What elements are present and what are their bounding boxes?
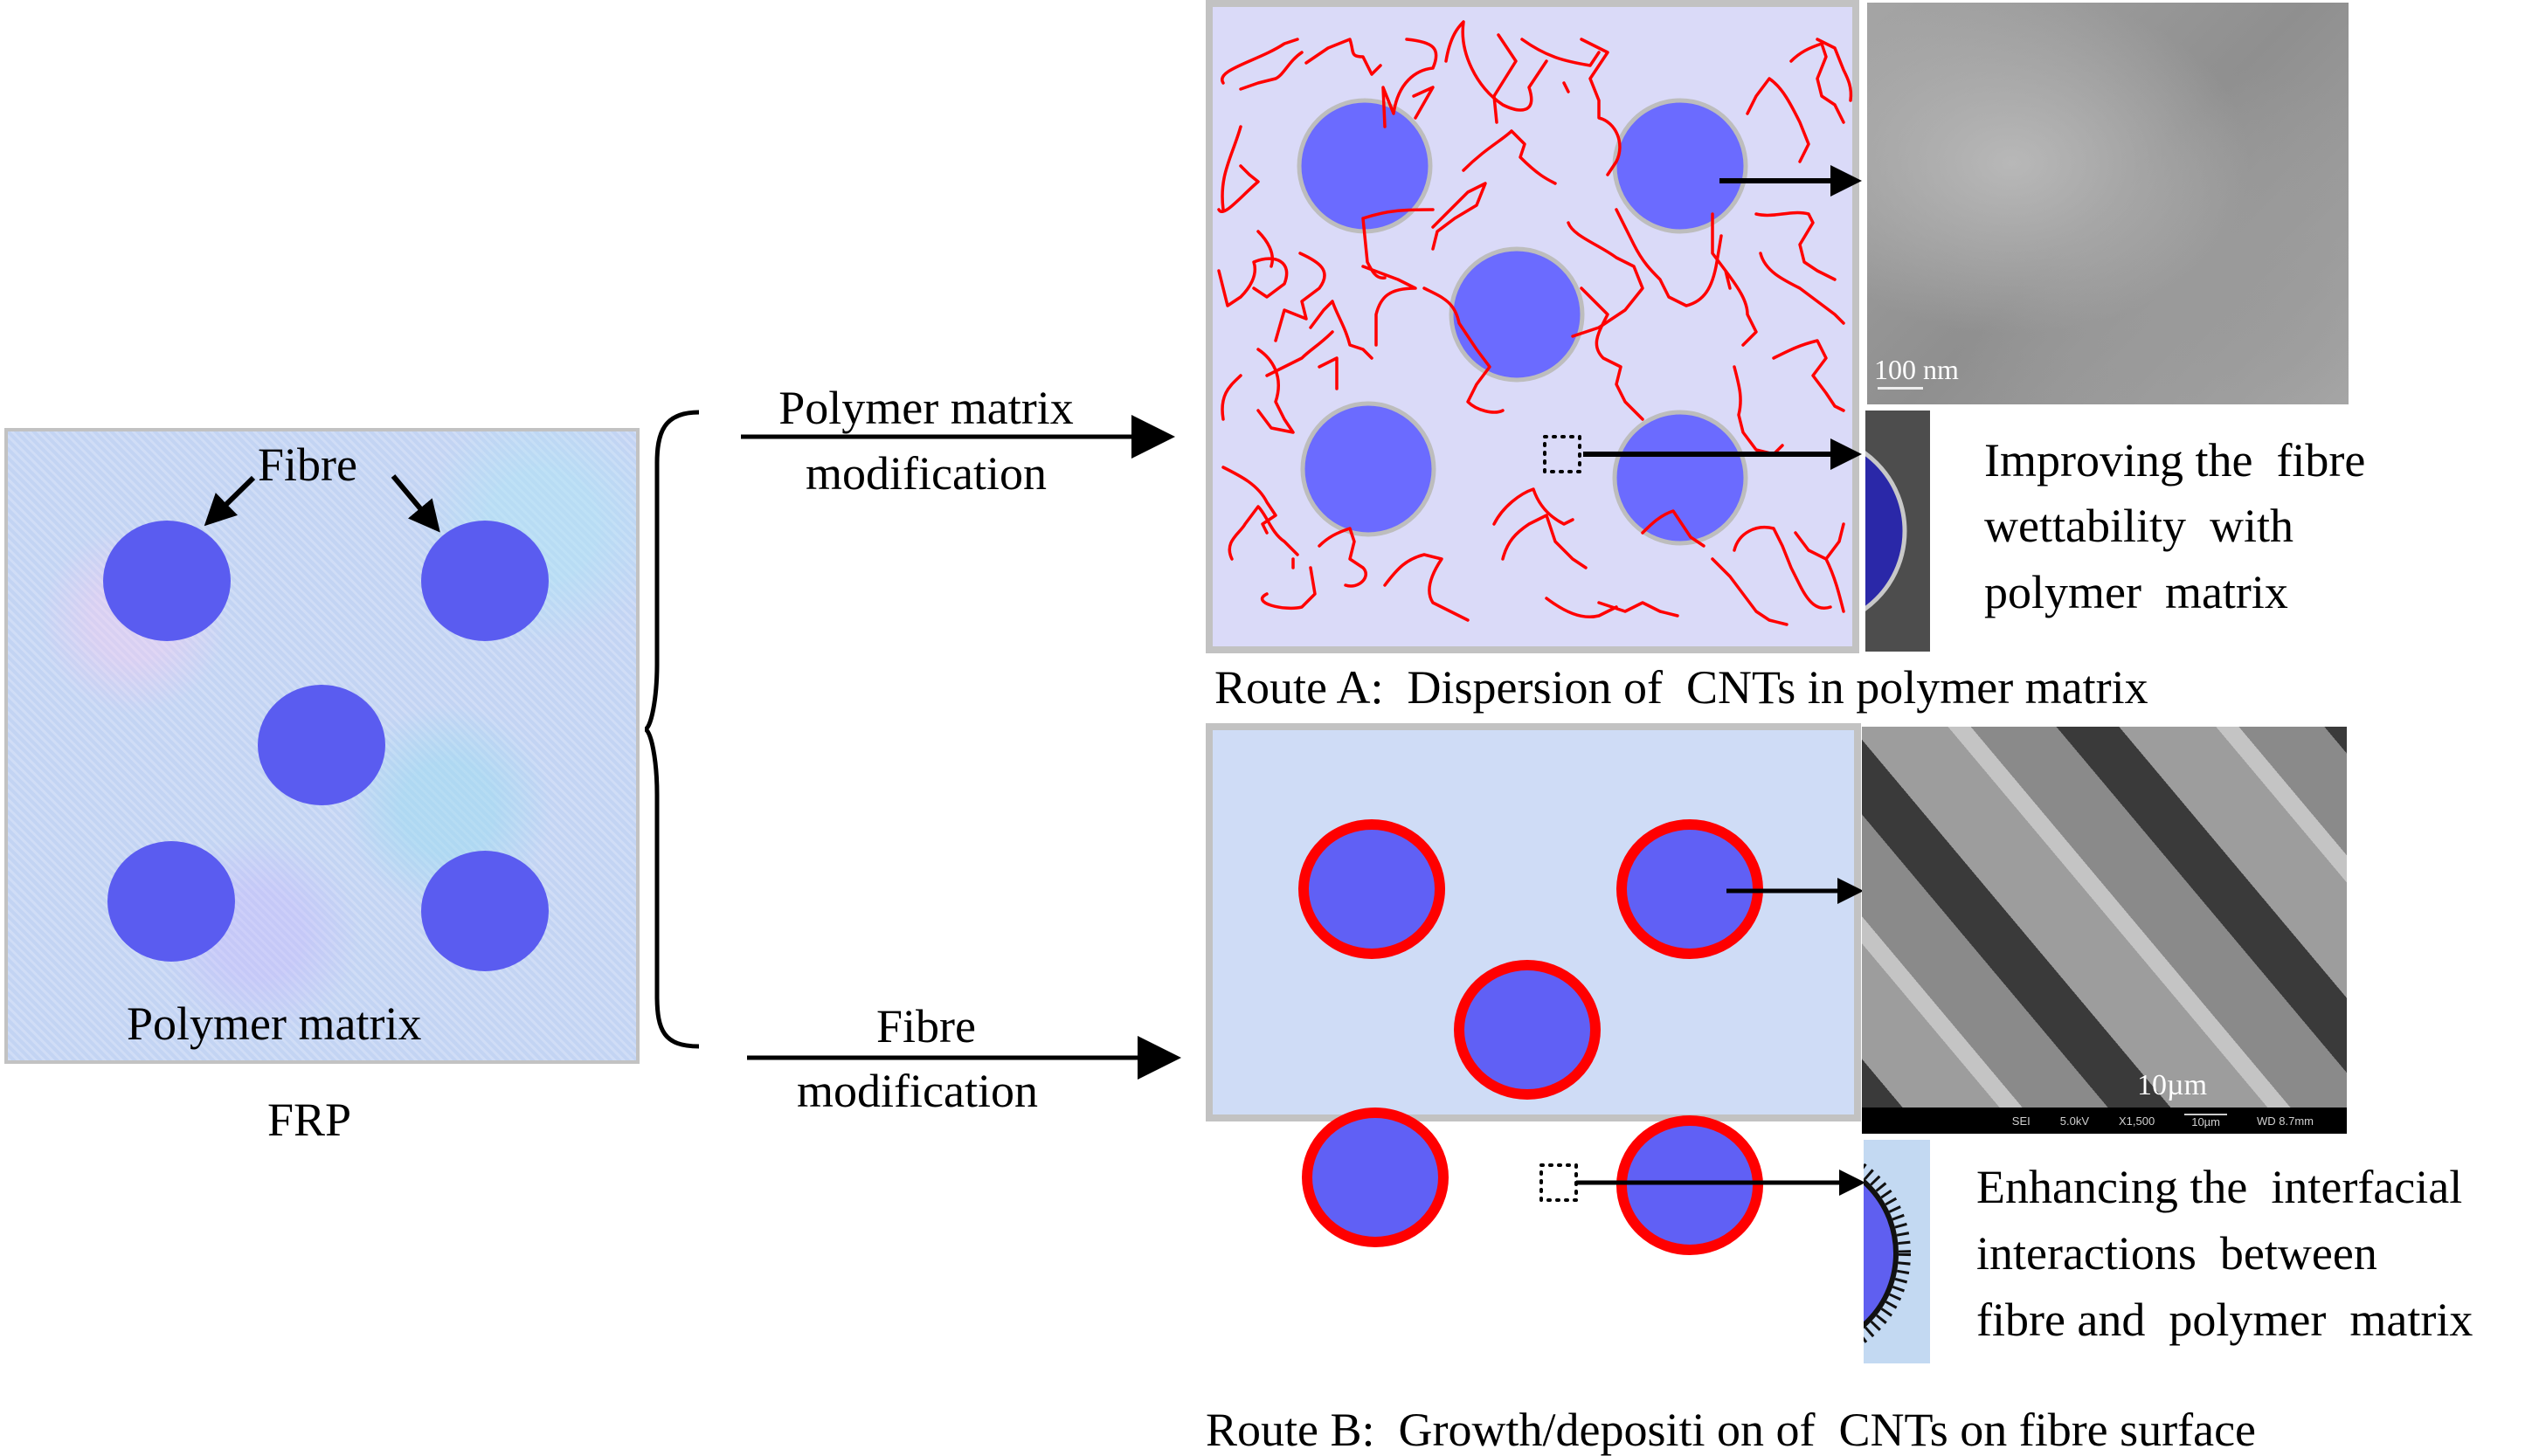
sem-info-voltage: 5.0kV bbox=[2059, 1114, 2090, 1128]
sem-micrograph: 10µm SEI 5.0kV X1,500 10µm WD 8.7mm bbox=[1862, 727, 2347, 1134]
route-a-inset-text-3: polymer matrix bbox=[1984, 566, 2288, 618]
inset-b-coated-edge bbox=[1864, 1140, 1930, 1363]
coated-fibre bbox=[1298, 819, 1445, 959]
sem-info-magnification: X1,500 bbox=[2119, 1114, 2155, 1128]
fibre-circle bbox=[107, 841, 235, 962]
polymer-modification-label-1: Polymer matrix bbox=[778, 382, 1074, 434]
route-a-inset-text-1: Improving the fibre bbox=[1984, 434, 2366, 486]
route-a-caption: Route A: Dispersion of CNTs in polymer m… bbox=[1214, 661, 2148, 714]
frp-caption: FRP bbox=[267, 1094, 352, 1146]
fibre-circle bbox=[421, 521, 549, 641]
fibre-circle bbox=[258, 685, 385, 805]
fibre-pointer-arrow-right bbox=[391, 474, 440, 533]
fibre-circle bbox=[421, 851, 549, 971]
route-b-caption: Route B: Growth/depositi on of CNTs on f… bbox=[1206, 1404, 2257, 1456]
polymer-matrix-label: Polymer matrix bbox=[127, 997, 422, 1050]
fibre-circle bbox=[1449, 246, 1585, 383]
sem-info-mode: SEI bbox=[2011, 1114, 2031, 1128]
tem-scale-bar-label: 100 nm bbox=[1874, 354, 1959, 385]
fibre-circle bbox=[1612, 98, 1748, 234]
route-b-inset-text-1: Enhancing the interfacial bbox=[1976, 1161, 2463, 1213]
fibre-circle bbox=[103, 521, 231, 641]
route-b-inset-text-3: fibre and polymer matrix bbox=[1976, 1294, 2473, 1346]
sem-info-working-distance: WD 8.7mm bbox=[2257, 1114, 2314, 1128]
sem-info-bar: SEI 5.0kV X1,500 10µm WD 8.7mm bbox=[1862, 1108, 2347, 1134]
route-b-fibres bbox=[1298, 819, 1763, 1255]
fibre-pointer-arrow-left bbox=[204, 475, 256, 527]
tem-micrograph: 100 nm bbox=[1867, 3, 2349, 404]
route-a-inset-text-2: wettability with bbox=[1984, 500, 2293, 552]
route-a-fibres bbox=[1297, 98, 1748, 546]
fibre-circle bbox=[1300, 401, 1436, 537]
fibre-circle bbox=[1297, 98, 1433, 234]
coated-fibre bbox=[1302, 1108, 1449, 1247]
cnt-squiggles bbox=[1217, 20, 1853, 626]
fibre-label: Fibre bbox=[258, 438, 357, 491]
sem-scale-bar-label: 10µm bbox=[2137, 1069, 2208, 1101]
inset-a-fibre-edge bbox=[1865, 411, 1930, 652]
frp-fibres bbox=[103, 521, 549, 971]
fibre-circle bbox=[1612, 410, 1748, 546]
fibre-modification-label-1: Fibre bbox=[876, 1000, 976, 1052]
route-b-inset-text-2: interactions between bbox=[1976, 1227, 2377, 1280]
zoom-region-marker bbox=[1539, 1163, 1578, 1202]
sem-info-scale: 10µm bbox=[2184, 1113, 2227, 1128]
polymer-modification-label-2: modification bbox=[806, 447, 1047, 500]
tem-scale-bar bbox=[1878, 387, 1923, 390]
brace bbox=[643, 410, 700, 1049]
coated-fibre bbox=[1616, 1115, 1763, 1255]
fibre-modification-label-2: modification bbox=[797, 1065, 1038, 1117]
zoom-region-marker bbox=[1543, 435, 1581, 473]
coated-fibre bbox=[1454, 960, 1601, 1100]
